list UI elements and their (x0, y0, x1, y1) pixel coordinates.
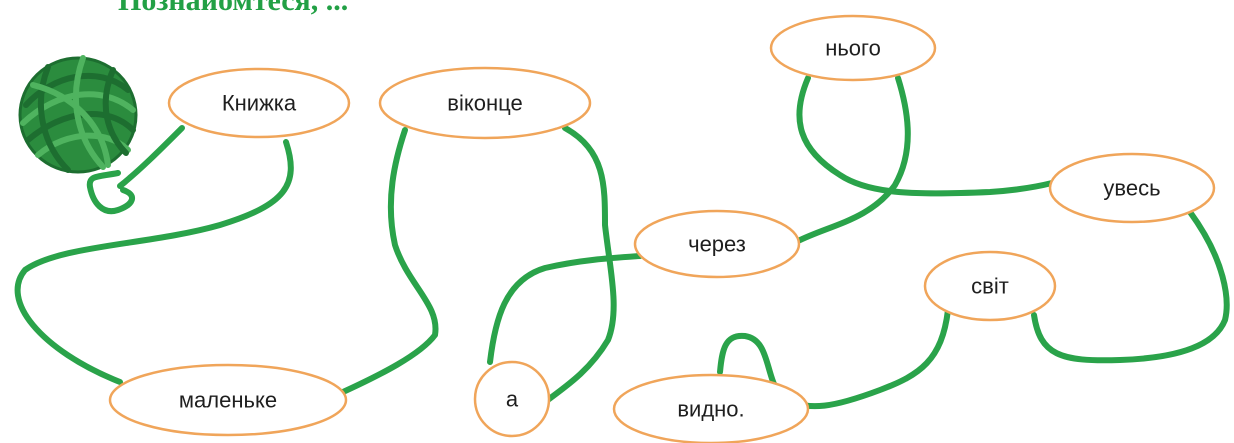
thread-knyzhka-to-malenke (14, 139, 294, 385)
yarn-tail (86, 170, 135, 215)
yarn-strand (72, 55, 106, 170)
word-label: віконце (447, 91, 522, 116)
yarn-strand (38, 64, 71, 173)
word-bubble-cherez: через (633, 209, 801, 279)
thread-yarn-to-knyzhka (117, 125, 185, 189)
word-bubble-vikontse: віконце (378, 66, 592, 140)
word-bubble-uves: увесь (1048, 152, 1216, 224)
word-label: Книжка (222, 91, 297, 116)
word-bubble-noho: нього (769, 14, 937, 82)
word-label: нього (825, 36, 881, 61)
yarn-ball-icon (18, 55, 138, 215)
word-label: видно. (677, 397, 744, 422)
word-bubble-svit: світ (923, 250, 1057, 322)
thread-a-to-cherez (487, 253, 643, 365)
yarn-strand (30, 82, 111, 168)
word-label: світ (971, 274, 1009, 299)
thread-noho-to-uves (796, 75, 1055, 197)
word-label: увесь (1103, 176, 1160, 201)
yarn-strand (20, 91, 136, 126)
thread-malenke-to-vikontse (340, 127, 439, 395)
yarn-strand (102, 67, 129, 156)
word-label: маленьке (179, 388, 277, 413)
word-bubble-knyzhka: Книжка (167, 67, 351, 139)
word-label: а (506, 387, 519, 412)
thread-vikontse-to-a (542, 125, 617, 405)
word-bubble-a: а (473, 360, 551, 438)
thread-cherez-to-noho (795, 75, 911, 244)
word-bubble-malenke: маленьке (108, 363, 348, 437)
thread-uves-to-svit (1031, 209, 1230, 364)
word-label: через (688, 232, 746, 257)
word-bubbles: Книжка віконце нього увесь через світ ма… (108, 14, 1216, 443)
word-bubble-vydno: видно. (612, 373, 810, 443)
yarn-strands (20, 55, 136, 173)
header-title: Познайомтеся, ... (118, 0, 349, 17)
